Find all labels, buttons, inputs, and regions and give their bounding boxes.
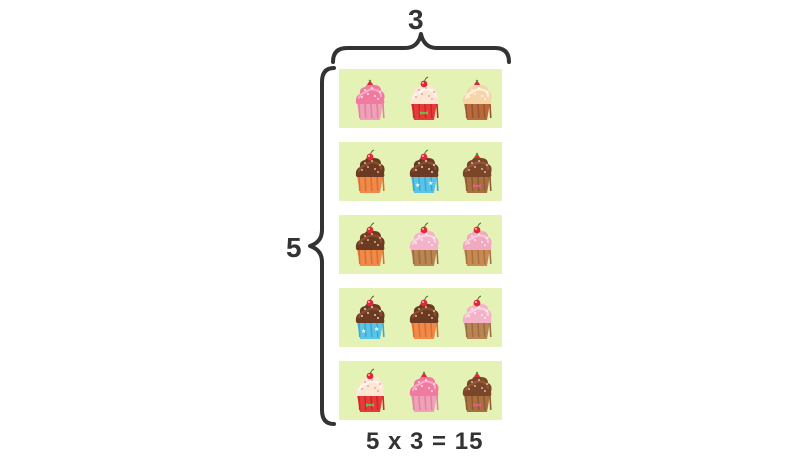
side-brace	[308, 66, 336, 426]
cupcake-row-2: ★ ★	[339, 142, 502, 201]
cherry-blue-cupcake-icon: ★ ★	[350, 295, 390, 346]
svg-text:★: ★	[374, 326, 379, 333]
chocolate-bow-cupcake-icon	[457, 149, 497, 200]
side-count-label: 5	[286, 232, 302, 263]
svg-text:★: ★	[428, 180, 433, 187]
cupcake-row-1	[339, 69, 502, 128]
cupcake-row-4: ★ ★	[339, 288, 502, 347]
pink-cream-cupcake-icon	[404, 222, 444, 273]
cupcake-row-5	[339, 361, 502, 420]
svg-text:★: ★	[361, 328, 366, 335]
equation-label: 5 x 3 = 15	[366, 428, 484, 455]
svg-text:★: ★	[415, 182, 420, 189]
chocolate-cherry-cupcake-icon	[404, 295, 444, 346]
top-count-label: 3	[408, 4, 424, 35]
chocolate-cherry-cupcake-icon	[350, 222, 390, 273]
chocolate-bow-cupcake-icon	[457, 368, 497, 419]
cream-chocolate-cupcake-icon	[457, 76, 497, 127]
cherry-cream-cupcake-icon	[350, 368, 390, 419]
cupcake-row-3	[339, 215, 502, 274]
pink-cherry-cupcake-icon	[457, 222, 497, 273]
chocolate-cherry-cupcake-icon	[350, 149, 390, 200]
pink-cream-cupcake-icon	[457, 295, 497, 346]
cherry-blue-cupcake-icon: ★ ★	[404, 149, 444, 200]
cherry-cream-cupcake-icon	[404, 76, 444, 127]
pink-frosted-cupcake-icon	[404, 368, 444, 419]
top-brace	[331, 32, 511, 64]
pink-frosted-cupcake-icon	[350, 76, 390, 127]
